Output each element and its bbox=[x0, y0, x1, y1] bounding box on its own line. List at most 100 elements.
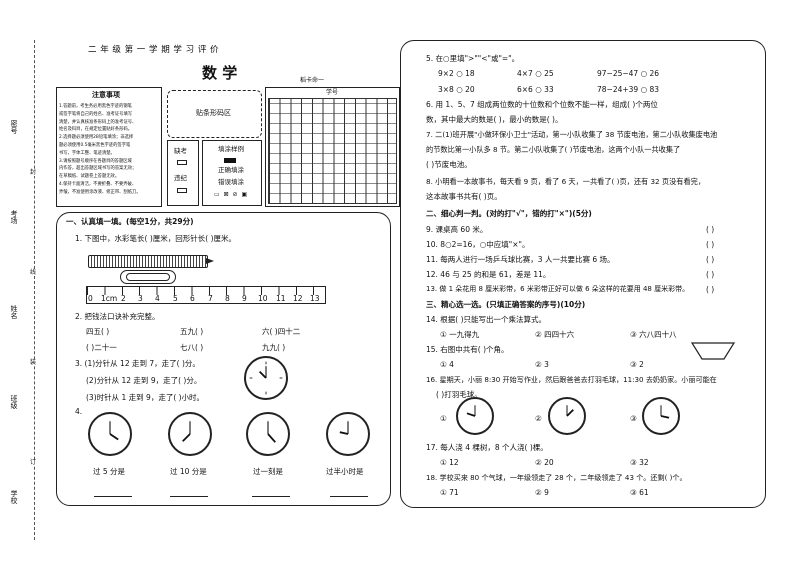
ruler bbox=[86, 286, 326, 304]
q2-item: 五九( ) bbox=[180, 327, 204, 336]
notice-title: 注意事项 bbox=[92, 91, 120, 99]
q4-clock-2 bbox=[168, 412, 212, 456]
margin-label-class: 班级 bbox=[10, 395, 18, 409]
judge-blank[interactable]: ( ) bbox=[706, 255, 715, 264]
question-3b: (2)分针从 12 走到 9，走了( )分。 bbox=[86, 376, 202, 385]
q17-option[interactable]: ③ 32 bbox=[630, 458, 649, 467]
judge-item: 9. 课桌高 60 米。 bbox=[426, 225, 488, 234]
q18-option[interactable]: ① 71 bbox=[440, 488, 459, 497]
paper-code: 稻卡命一 bbox=[300, 77, 325, 84]
margin-label-school: 学校 bbox=[10, 490, 18, 504]
q16-clock-1 bbox=[456, 397, 494, 435]
question-6b: 数，其中最大的数是( )，最小的数是( )。 bbox=[426, 115, 563, 124]
ruler-tick-labels: 0 1cm 2 3 4 5 6 7 8 9 10 11 12 13 bbox=[88, 294, 320, 303]
q4-clock-3 bbox=[246, 412, 290, 456]
q2-item: ( )二十一 bbox=[86, 343, 117, 352]
question-8b: 这本故事书共有( )页。 bbox=[426, 192, 502, 201]
judge-blank[interactable]: ( ) bbox=[706, 285, 715, 294]
answer-line[interactable] bbox=[252, 496, 290, 497]
section-2-title: 二、细心判一判。(对的打"√"，错的打"×")(5分) bbox=[426, 209, 592, 218]
clock-face bbox=[182, 421, 191, 442]
q14-option[interactable]: ② 四四十六 bbox=[535, 330, 575, 339]
clock-face bbox=[339, 421, 349, 435]
section-1-title: 一、认真填一填。(每空1分，共29分) bbox=[66, 217, 194, 226]
answer-line[interactable] bbox=[170, 496, 208, 497]
clock-face bbox=[566, 405, 574, 417]
question-7b: 的节数比第一小队多 8 节。第二小队收集了( )节废电池，这两个小队一共收集了 bbox=[426, 145, 681, 154]
question-16a: 16. 星期天，小丽 8:30 开始写作业，然后跟爸爸去打羽毛球，11:30 去… bbox=[426, 375, 717, 384]
q18-option[interactable]: ③ 61 bbox=[630, 488, 649, 497]
q2-item: 九九( ) bbox=[262, 343, 286, 352]
margin-label-room: 考场 bbox=[10, 210, 18, 224]
exam-number-cells[interactable] bbox=[268, 98, 397, 204]
judge-item: 11. 每两人进行一场乒乓球比赛，3 人一共要比赛 6 场。 bbox=[426, 255, 615, 264]
trapezoid-figure bbox=[690, 342, 736, 360]
absent-checkbox[interactable] bbox=[177, 160, 187, 165]
notice-text: 1.答题前，考生务必用黑色字迹的钢笔 或签字笔将自己的姓名、准考证号填写 清楚，… bbox=[59, 104, 141, 195]
q4-clock-4 bbox=[326, 412, 370, 456]
judge-item: 12. 46 与 25 的和是 61，差是 11。 bbox=[426, 270, 551, 279]
exam-number-grid bbox=[265, 87, 400, 207]
judge-item: 13. 做 1 朵花用 8 厘米彩带，6 米彩带正好可以做 6 朵这样的花要用 … bbox=[426, 285, 690, 293]
clock-face bbox=[109, 421, 119, 441]
right-panel bbox=[400, 40, 766, 508]
q17-option[interactable]: ② 20 bbox=[535, 458, 554, 467]
q16-option[interactable]: ③ bbox=[630, 414, 637, 423]
judge-blank[interactable]: ( ) bbox=[706, 240, 715, 249]
q16-option[interactable]: ② bbox=[535, 414, 542, 423]
fill-example-box bbox=[202, 140, 262, 206]
clock-caption: 过半小时是 bbox=[326, 467, 364, 476]
answer-line[interactable] bbox=[94, 496, 132, 497]
q15-option[interactable]: ③ 2 bbox=[630, 360, 644, 369]
question-2: 2. 把钱法口诀补充完整。 bbox=[75, 312, 160, 321]
question-3c: (3)时针从 1 走到 9，走了( )小时。 bbox=[86, 393, 205, 402]
q5-item: 3×8 ○ 20 bbox=[438, 85, 475, 94]
violation-checkbox[interactable] bbox=[177, 188, 187, 193]
q14-option[interactable]: ③ 六八四十八 bbox=[630, 330, 677, 339]
q3-clock-face bbox=[249, 361, 283, 395]
clock-face bbox=[660, 405, 670, 419]
q5-item: 6×6 ○ 33 bbox=[517, 85, 554, 94]
judge-item: 10. 8○2=16，○中应填"×"。 bbox=[426, 240, 530, 249]
section-3-title: 三、精心选一选。(只填正确答案的序号)(10分) bbox=[426, 300, 586, 309]
margin-mark: 线 bbox=[30, 269, 37, 276]
page-title: 二 年 级 第 一 学 期 学 习 评 价 bbox=[88, 45, 220, 55]
q15-option[interactable]: ② 3 bbox=[535, 360, 549, 369]
q18-option[interactable]: ② 9 bbox=[535, 488, 549, 497]
question-4: 4. bbox=[75, 407, 83, 416]
binding-line bbox=[34, 40, 35, 540]
q16-clock-2 bbox=[548, 397, 586, 435]
q16-option[interactable]: ① bbox=[440, 414, 447, 423]
absent-label: 缺考 bbox=[174, 147, 187, 155]
question-8a: 8. 小明看一本故事书，每天看 9 页，看了 6 天，一共看了( )页，还有 3… bbox=[426, 177, 706, 186]
barcode-area bbox=[167, 90, 262, 138]
clock-caption: 过 10 分是 bbox=[170, 467, 207, 476]
binding-margin: 密号 考场 姓名 班级 学校 封 线 装 订 bbox=[10, 40, 50, 540]
wrong-fill-label: 错误填涂 bbox=[218, 178, 244, 186]
margin-mark: 装 bbox=[30, 359, 37, 366]
question-15: 15. 右图中共有( )个角。 bbox=[426, 345, 509, 354]
question-7c: ( )节废电池。 bbox=[426, 160, 472, 169]
margin-label-id: 密号 bbox=[10, 120, 18, 134]
question-7a: 7. 二(1)班开展"小做环保小卫士"活动，第一小队收集了 38 节废电池，第二… bbox=[426, 130, 718, 139]
answer-line[interactable] bbox=[330, 496, 368, 497]
exam-number-label: 学号 bbox=[326, 89, 339, 96]
question-1: 1. 下图中，水彩笔长( )厘米，回形针长( )厘米。 bbox=[75, 234, 237, 243]
margin-label-name: 姓名 bbox=[10, 305, 18, 319]
q17-option[interactable]: ① 12 bbox=[440, 458, 459, 467]
question-17: 17. 每人浇 4 棵树，8 个人浇( )棵。 bbox=[426, 443, 548, 452]
margin-mark: 订 bbox=[30, 459, 37, 466]
margin-mark: 封 bbox=[30, 169, 37, 176]
clock-face bbox=[466, 405, 476, 417]
q15-option[interactable]: ① 4 bbox=[440, 360, 454, 369]
q5-item: 4×7 ○ 25 bbox=[517, 69, 554, 78]
q16-clock-3 bbox=[642, 397, 680, 435]
judge-blank[interactable]: ( ) bbox=[706, 225, 715, 234]
question-18: 18. 学校买来 80 个气球，一年级领走了 28 个，二年级领走了 43 个。… bbox=[426, 473, 687, 482]
q14-option[interactable]: ① 一九得九 bbox=[440, 330, 480, 339]
absent-box bbox=[167, 140, 199, 206]
marker-pen bbox=[88, 255, 208, 268]
clock-caption: 过 5 分是 bbox=[93, 467, 126, 476]
judge-blank[interactable]: ( ) bbox=[706, 270, 715, 279]
q5-item: 9×2 ○ 18 bbox=[438, 69, 475, 78]
